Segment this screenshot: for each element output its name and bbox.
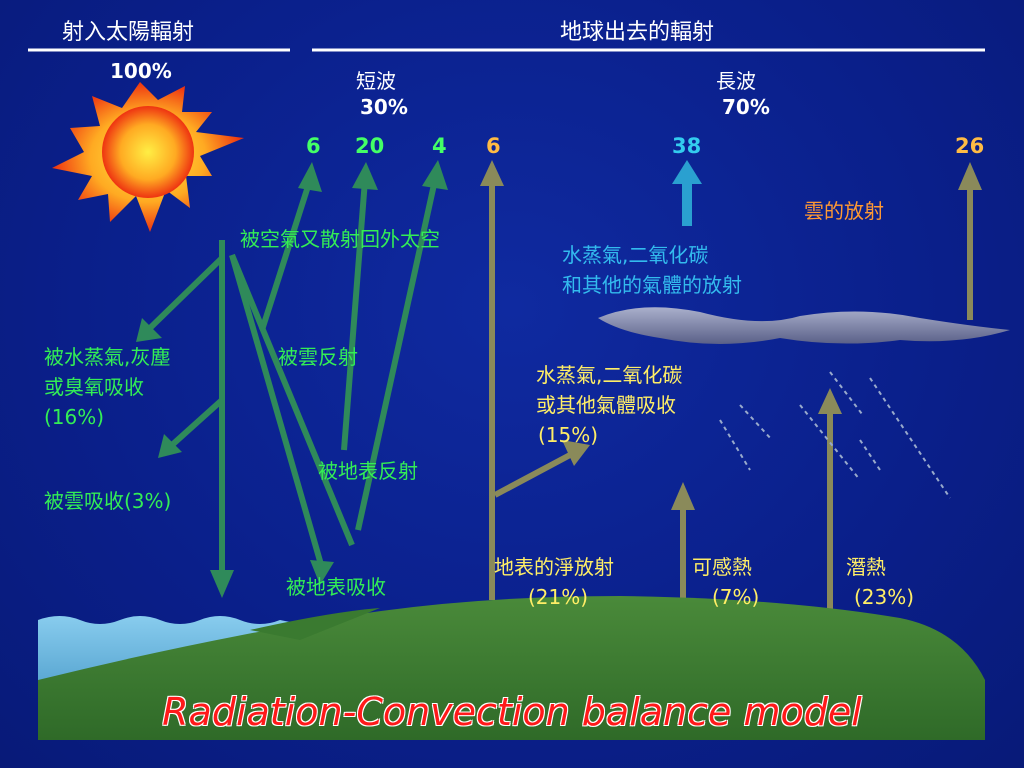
label-surface-reflect: 被地表反射 (318, 459, 418, 483)
label-absorbed-water-pct: (16%) (44, 405, 105, 429)
label-latent-heat: 潛熱 (846, 555, 886, 579)
incoming-header: 射入太陽輻射 (62, 20, 195, 45)
value-surface-direct: 6 (486, 134, 501, 158)
longwave-escape-arrow (672, 160, 702, 226)
longwave-label: 長波 (716, 69, 756, 93)
diagram-caption: Radiation-Convection balance model (162, 690, 862, 734)
label-net-radiation-pct: (21%) (528, 585, 589, 609)
label-vapor-absorb-1: 水蒸氣,二氧化碳 (536, 363, 683, 387)
label-cloud-reflect: 被雲反射 (278, 345, 358, 369)
shortwave-label: 短波 (356, 69, 396, 93)
rain-streaks (719, 371, 951, 499)
label-scattered: 被空氣又散射回外太空 (240, 227, 440, 251)
label-sensible-heat: 可感熱 (692, 555, 752, 579)
label-latent-heat-pct: (23%) (854, 585, 915, 609)
longwave-percent: 70% (722, 95, 770, 119)
value-cloud-radiation: 26 (955, 134, 985, 158)
label-sensible-heat-pct: (7%) (712, 585, 760, 609)
value-gas-radiation: 38 (672, 134, 702, 158)
label-cloud-radiation: 雲的放射 (804, 199, 884, 223)
incoming-radiation-arrows (136, 160, 448, 598)
incoming-percent: 100% (110, 59, 172, 83)
outgoing-header: 地球出去的輻射 (560, 20, 715, 45)
label-surface-absorb: 被地表吸收 (286, 575, 386, 599)
label-vapor-radiation-2: 和其他的氣體的放射 (562, 273, 742, 297)
label-cloud-absorb: 被雲吸收(3%) (44, 489, 172, 513)
sun-icon (52, 82, 244, 232)
value-surface-reflect: 4 (432, 134, 447, 158)
shortwave-percent: 30% (360, 95, 408, 119)
value-scatter-space: 6 (306, 134, 321, 158)
outgoing-radiation-arrows (480, 160, 982, 615)
label-absorbed-water-1: 被水蒸氣,灰塵 (44, 345, 171, 369)
label-absorbed-water-2: 或臭氧吸收 (44, 375, 144, 399)
label-vapor-absorb-pct: (15%) (538, 423, 599, 447)
label-vapor-radiation-1: 水蒸氣,二氧化碳 (562, 243, 709, 267)
label-vapor-absorb-2: 或其他氣體吸收 (536, 393, 676, 417)
cloud-shape (598, 307, 1010, 344)
value-cloud-reflect: 20 (355, 134, 385, 158)
label-net-radiation: 地表的淨放射 (494, 555, 614, 579)
